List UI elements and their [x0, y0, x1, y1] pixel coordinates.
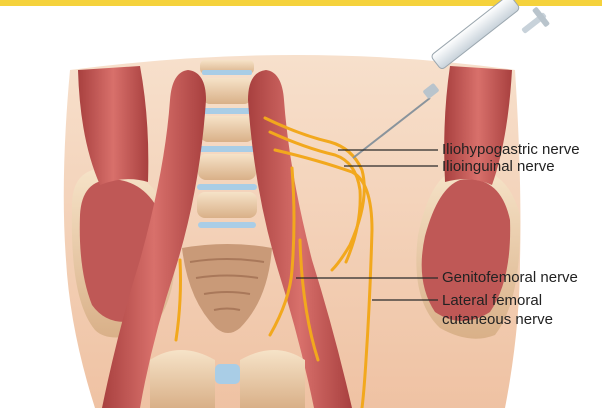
label-lateral-femoral-cutaneous-nerve: Lateral femoral cutaneous nerve	[442, 291, 553, 329]
label-lateral-femoral-cutaneous-line-1: Lateral femoral	[442, 291, 553, 310]
label-genitofemoral-nerve: Genitofemoral nerve	[442, 268, 578, 287]
pubic-symphysis	[215, 364, 240, 384]
syringe-barrel	[430, 0, 520, 70]
label-ilioinguinal-nerve: Ilioinguinal nerve	[442, 157, 555, 176]
label-lateral-femoral-cutaneous-line-2: cutaneous nerve	[442, 310, 553, 329]
